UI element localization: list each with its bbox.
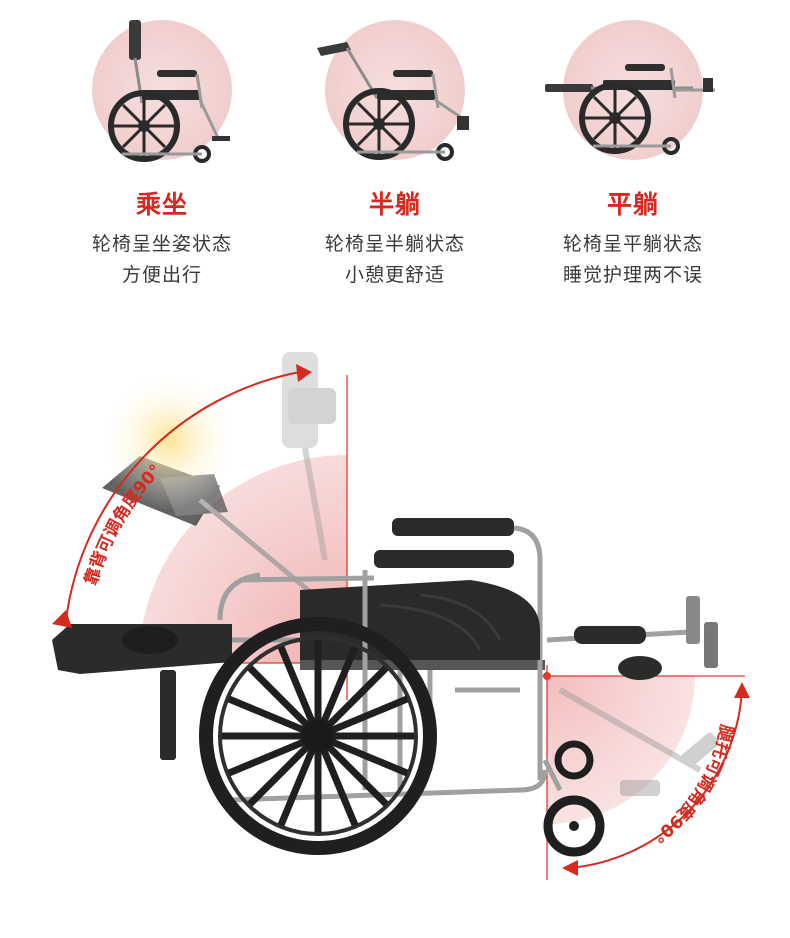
mode-flat-thumbnail [543, 18, 723, 170]
mode-sitting-desc-line1: 轮椅呈坐姿状态 [91, 233, 232, 255]
backrest-arc [65, 371, 301, 621]
armrests [217, 518, 543, 660]
legrest-arc-arrow-bottom [562, 860, 578, 876]
ghost-legrest-down [558, 687, 719, 796]
mode-flat-description: 轮椅呈平躺状态 睡觉护理两不误 [543, 229, 723, 291]
mode-half-recline-thumbnail [305, 18, 485, 170]
mode-sitting-description: 轮椅呈坐姿状态 方便出行 [72, 229, 252, 291]
backrest-angle-wedge [139, 455, 347, 663]
backrest-arc-arrow-left [52, 610, 72, 628]
wheelchair-sitting-icon [108, 20, 230, 163]
mode-half-recline-desc-line1: 轮椅呈半躺状态 [324, 233, 465, 255]
mode-half-recline-desc-line2: 小憩更舒适 [344, 264, 445, 286]
backrest-arc-arrow-right [296, 364, 312, 382]
mode-flat-desc-line1: 轮椅呈平躺状态 [562, 233, 703, 255]
front-caster [542, 740, 605, 857]
rear-wheel [199, 617, 437, 855]
legrest-pivot-dot [543, 672, 551, 680]
mode-sitting-title: 乘坐 [135, 190, 188, 219]
mode-flat-desc-line2: 睡觉护理两不误 [562, 264, 703, 286]
wheelchair-half-recline-icon [317, 42, 469, 161]
mode-flat: 平躺 轮椅呈平躺状态 睡觉护理两不误 [543, 18, 723, 291]
mode-sitting: 乘坐 轮椅呈坐姿状态 方便出行 [72, 18, 252, 291]
legrest [546, 596, 718, 680]
flat-backrest [52, 624, 345, 760]
ghost-backrest-upright [282, 352, 336, 561]
mode-half-recline-title: 半躺 [368, 190, 421, 219]
mode-flat-title: 平躺 [606, 190, 659, 219]
wheelchair-flat-icon [545, 64, 715, 155]
mode-sitting-thumbnail [72, 18, 252, 170]
wheelchair-adjustment-illustration: 靠背可调角度90° 腿托可调角度90° [52, 352, 750, 880]
legrest-angle-wedge [547, 676, 695, 824]
legrest-arc-arrow-top [734, 682, 750, 698]
mode-half-recline: 半躺 轮椅呈半躺状态 小憩更舒适 [305, 18, 485, 291]
legrest-arc [569, 689, 743, 869]
mode-half-recline-description: 轮椅呈半躺状态 小憩更舒适 [305, 229, 485, 291]
mode-sitting-desc-line2: 方便出行 [121, 264, 202, 286]
